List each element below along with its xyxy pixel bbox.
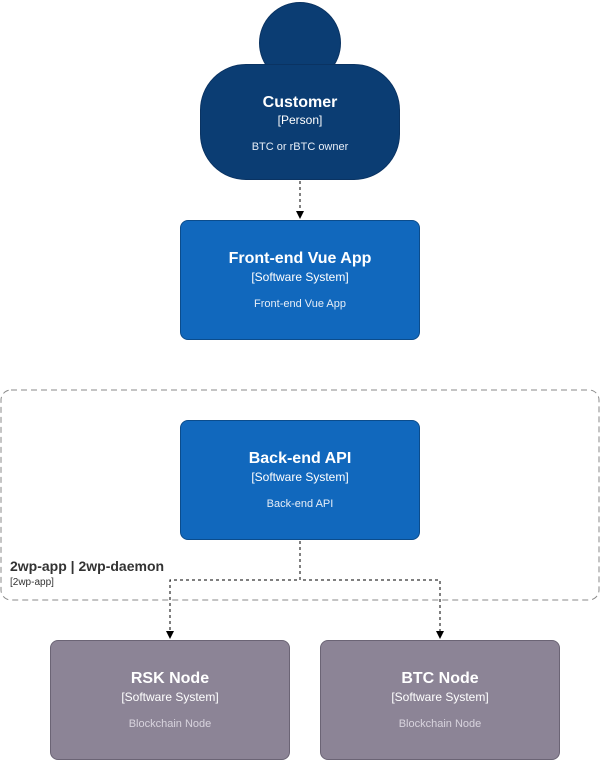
backend-description: Back-end API <box>266 498 334 510</box>
rsk-node-title: RSK Node <box>130 670 210 687</box>
backend-type: [Software System] <box>251 470 349 484</box>
frontend-type: [Software System] <box>251 270 349 284</box>
btc-node-description: Blockchain Node <box>398 718 482 730</box>
boundary-label: 2wp-app | 2wp-daemon <box>10 558 165 574</box>
arrow-backend-to-btc-node <box>299 541 444 639</box>
customer-type: [Person] <box>277 113 323 127</box>
backend-node[interactable]: Back-end API [Software System] Back-end … <box>180 420 420 540</box>
btc-node-title: BTC Node <box>401 670 479 687</box>
customer-title: Customer <box>262 94 338 111</box>
btc-node-type: [Software System] <box>391 690 489 704</box>
frontend-title: Front-end Vue App <box>228 250 372 267</box>
rsk-node[interactable]: RSK Node [Software System] Blockchain No… <box>50 640 290 760</box>
rsk-node-type: [Software System] <box>121 690 219 704</box>
boundary-type: [2wp-app] <box>10 577 54 588</box>
customer-node[interactable]: Customer [Person] BTC or rBTC owner <box>200 64 400 180</box>
customer-description: BTC or rBTC owner <box>251 141 349 153</box>
frontend-node[interactable]: Front-end Vue App [Software System] Fron… <box>180 220 420 340</box>
frontend-description: Front-end Vue App <box>254 298 346 310</box>
rsk-node-description: Blockchain Node <box>128 718 212 730</box>
backend-title: Back-end API <box>248 450 352 467</box>
arrow-backend-to-rsk-node <box>166 541 301 639</box>
btc-node[interactable]: BTC Node [Software System] Blockchain No… <box>320 640 560 760</box>
